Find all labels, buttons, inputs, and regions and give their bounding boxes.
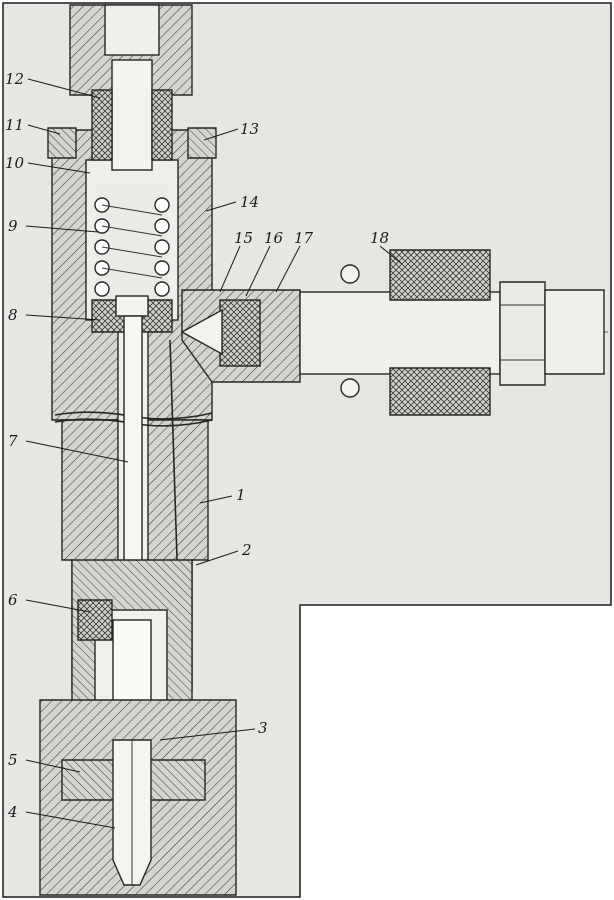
adjusting-screw (91, 89, 113, 161)
label-6: 6 (8, 591, 91, 613)
svg-text:15: 15 (234, 229, 253, 247)
svg-text:2: 2 (241, 541, 252, 559)
svg-text:8: 8 (8, 306, 18, 324)
svg-text:10: 10 (5, 154, 25, 172)
label-11: 11 (5, 116, 61, 135)
pushrod-12 (111, 59, 153, 171)
label-18: 18 (370, 229, 403, 265)
filter-16 (219, 299, 261, 367)
label-16: 16 (245, 229, 284, 297)
rod-7 (123, 315, 143, 602)
svg-text:18: 18 (370, 229, 389, 247)
label-13: 13 (203, 120, 259, 141)
label-3: 3 (159, 719, 268, 741)
svg-text:6: 6 (8, 591, 18, 609)
union-hex (499, 281, 546, 386)
label-7: 7 (8, 432, 129, 463)
svg-text:5: 5 (8, 751, 18, 769)
svg-text:4: 4 (7, 803, 18, 821)
spring-9 (94, 185, 170, 300)
svg-text:7: 7 (8, 432, 18, 450)
svg-text:16: 16 (264, 229, 284, 247)
label-5: 5 (8, 751, 81, 773)
label-10: 10 (5, 154, 91, 174)
label-1: 1 (199, 486, 246, 504)
svg-text:12: 12 (5, 70, 24, 88)
label-17: 17 (275, 229, 314, 293)
svg-text:14: 14 (240, 193, 259, 211)
fuel-pipe (299, 291, 501, 375)
svg-text:9: 9 (8, 217, 18, 235)
svg-text:13: 13 (240, 120, 259, 138)
fuel-channel (169, 339, 179, 591)
label-15: 15 (219, 229, 253, 293)
union-nut-18 (389, 249, 491, 301)
svg-text:3: 3 (258, 719, 268, 737)
label-8: 8 (8, 306, 101, 324)
label-12: 12 (5, 70, 101, 99)
inlet-fitting (180, 249, 605, 416)
label-4: 4 (7, 803, 116, 829)
label-14: 14 (205, 193, 259, 212)
svg-text:17: 17 (294, 229, 314, 247)
label-9: 9 (8, 217, 99, 235)
pin-6 (77, 599, 113, 641)
svg-text:11: 11 (5, 116, 24, 134)
label-2: 2 (195, 541, 252, 566)
svg-text:1: 1 (236, 486, 246, 504)
